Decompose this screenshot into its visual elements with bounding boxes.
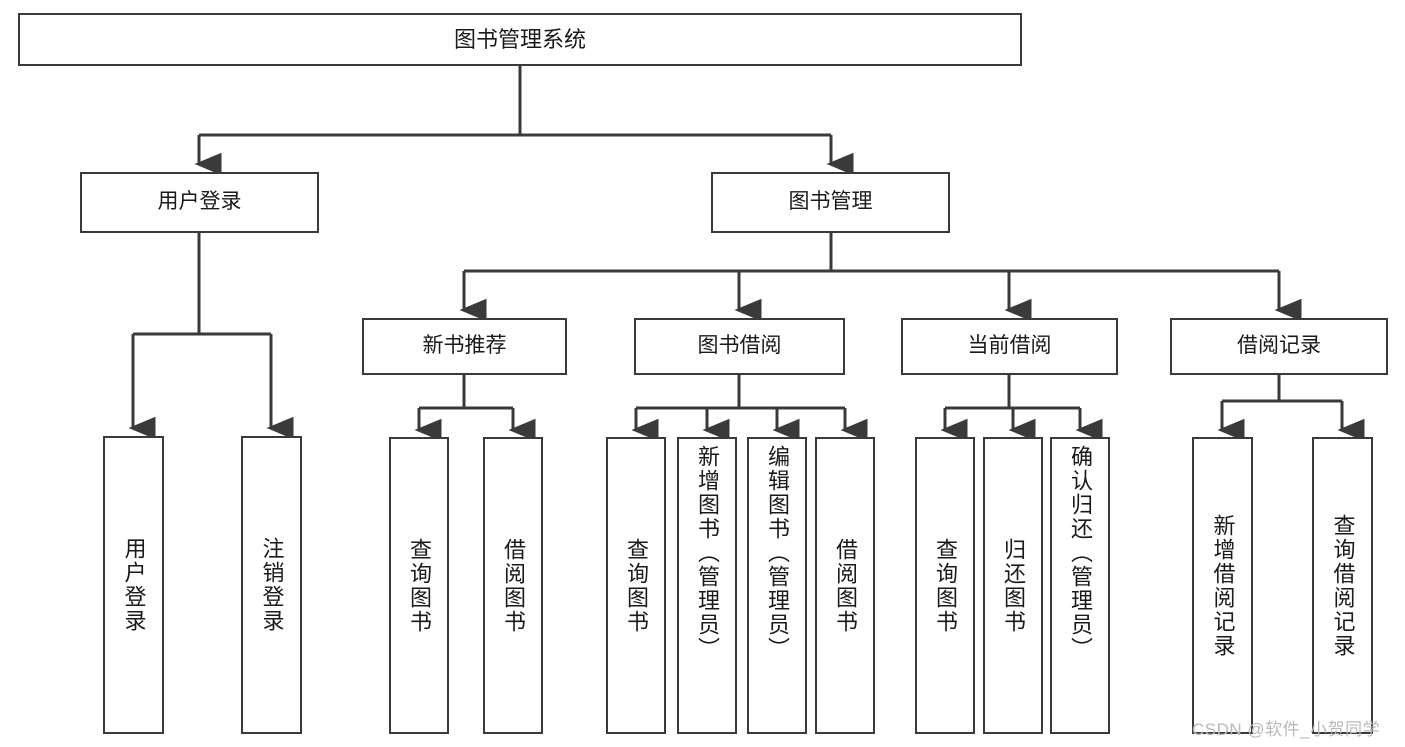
leaf-current-borrow-confirm-label: 确认归还（管理员）	[1068, 445, 1093, 661]
node-current-borrow[interactable]: 当前借阅	[901, 318, 1118, 375]
leaf-borrow-record-query-label: 查询借阅记录	[1330, 513, 1356, 658]
node-user-login-label: 用户登录	[157, 190, 242, 214]
leaf-new-book-query[interactable]: 查询图书	[389, 437, 449, 734]
leaf-new-book-borrow-label: 借阅图书	[501, 537, 526, 634]
leaf-borrow-record-add[interactable]: 新增借阅记录	[1192, 437, 1253, 734]
node-current-borrow-label: 当前借阅	[967, 334, 1052, 358]
leaf-current-borrow-confirm[interactable]: 确认归还（管理员）	[1050, 437, 1110, 734]
node-root-system[interactable]: 图书管理系统	[18, 13, 1022, 66]
leaf-current-borrow-query-label: 查询图书	[933, 537, 958, 634]
watermark-text: CSDN @软件_小贺同学	[1192, 720, 1381, 739]
leaf-current-borrow-return[interactable]: 归还图书	[983, 437, 1043, 734]
leaf-book-borrow-edit[interactable]: 编辑图书（管理员）	[747, 437, 807, 734]
leaf-book-borrow-edit-label: 编辑图书（管理员）	[765, 445, 790, 661]
node-borrow-record[interactable]: 借阅记录	[1170, 318, 1388, 375]
node-root-system-label: 图书管理系统	[453, 26, 586, 52]
leaf-book-borrow-lend-label: 借阅图书	[833, 537, 858, 634]
node-borrow-record-label: 借阅记录	[1237, 334, 1321, 358]
leaf-borrow-record-query[interactable]: 查询借阅记录	[1312, 437, 1373, 734]
leaf-user-login-login-label: 用户登录	[121, 537, 147, 633]
node-new-book-recommend[interactable]: 新书推荐	[362, 318, 567, 375]
node-user-login[interactable]: 用户登录	[80, 172, 319, 233]
node-book-borrow-label: 图书借阅	[697, 334, 782, 358]
leaf-borrow-record-add-label: 新增借阅记录	[1210, 513, 1236, 658]
leaf-book-borrow-query[interactable]: 查询图书	[606, 437, 666, 734]
leaf-book-borrow-add-label: 新增图书（管理员）	[695, 445, 720, 661]
node-new-book-recommend-label: 新书推荐	[422, 334, 507, 358]
leaf-current-borrow-query[interactable]: 查询图书	[915, 437, 975, 734]
leaf-user-login-logout-label: 注销登录	[259, 537, 285, 633]
node-book-borrow[interactable]: 图书借阅	[634, 318, 845, 375]
node-book-manage[interactable]: 图书管理	[711, 172, 950, 233]
leaf-new-book-borrow[interactable]: 借阅图书	[483, 437, 543, 734]
leaf-new-book-query-label: 查询图书	[407, 537, 432, 634]
leaf-book-borrow-query-label: 查询图书	[624, 537, 649, 634]
node-book-manage-label: 图书管理	[788, 190, 873, 214]
leaf-book-borrow-lend[interactable]: 借阅图书	[815, 437, 875, 734]
leaf-current-borrow-return-label: 归还图书	[1001, 537, 1026, 634]
leaf-user-login-logout[interactable]: 注销登录	[241, 436, 302, 734]
leaf-book-borrow-add[interactable]: 新增图书（管理员）	[677, 437, 737, 734]
leaf-user-login-login[interactable]: 用户登录	[103, 436, 164, 734]
